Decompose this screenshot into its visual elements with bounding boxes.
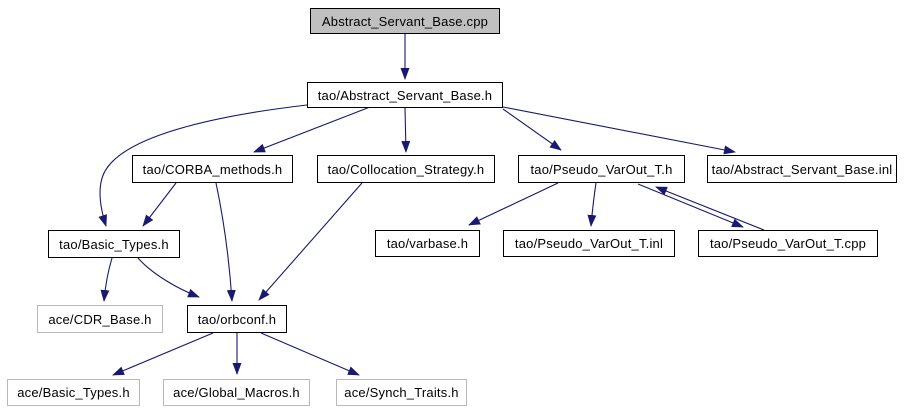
edge-tao-abstract-servant-base-h--to--tao-abstract-servant-base-inl	[502, 106, 736, 155]
edge-tao-corba-methods-h--to--tao-orbconf-h	[215, 182, 236, 302]
edge-tao-pseudo-varout-t-h--to--tao-pseudo-varout-t-cpp	[637, 183, 744, 228]
edge-tao-abstract-servant-base-h--to--tao-collocation-strategy-h	[401, 107, 411, 153]
edge-tao-orbconf-h--to--ace-synch-traits-h	[260, 332, 360, 376]
edge-tao-pseudo-varout-t-cpp--to--tao-pseudo-varout-t-h	[655, 186, 765, 231]
node-ace-basic-types-h: ace/Basic_Types.h	[7, 379, 140, 406]
edge-tao-corba-methods-h--to--tao-basic-types-h	[142, 182, 177, 227]
node-tao-collocation-strategy-h[interactable]: tao/Collocation_Strategy.h	[317, 155, 495, 183]
edge-tao-pseudo-varout-t-h--to--tao-pseudo-varout-t-inl	[587, 182, 597, 227]
edge-tao-abstract-servant-base-h--to--tao-basic-types-h	[98, 104, 308, 227]
node-tao-abstract-servant-base-inl[interactable]: tao/Abstract_Servant_Base.inl	[707, 155, 897, 183]
edge-tao-orbconf-h--to--ace-basic-types-h	[112, 332, 214, 376]
node-tao-varbase-h[interactable]: tao/varbase.h	[375, 230, 480, 257]
node-tao-abstract-servant-base-h[interactable]: tao/Abstract_Servant_Base.h	[307, 82, 503, 108]
node-tao-basic-types-h[interactable]: tao/Basic_Types.h	[48, 230, 180, 258]
node-tao-pseudo-varout-t-cpp[interactable]: tao/Pseudo_VarOut_T.cpp	[698, 230, 878, 257]
edge-tao-abstract-servant-base-h--to--tao-corba-methods-h	[253, 106, 371, 153]
node-ace-synch-traits-h: ace/Synch_Traits.h	[336, 379, 467, 406]
node-abstract-servant-base-cpp: Abstract_Servant_Base.cpp	[310, 8, 500, 34]
edge-tao-pseudo-varout-t-h--to--tao-varbase-h	[468, 182, 559, 226]
node-tao-orbconf-h[interactable]: tao/orbconf.h	[187, 305, 287, 333]
edge-tao-basic-types-h--to--ace-cdr-base-h	[100, 257, 113, 302]
node-tao-corba-methods-h[interactable]: tao/CORBA_methods.h	[132, 155, 293, 183]
node-tao-pseudo-varout-t-inl[interactable]: tao/Pseudo_VarOut_T.inl	[503, 230, 675, 257]
edge-tao-abstract-servant-base-h--to--tao-pseudo-varout-t-h	[502, 108, 562, 151]
edge-tao-collocation-strategy-h--to--tao-orbconf-h	[258, 182, 363, 301]
node-tao-pseudo-varout-t-h[interactable]: tao/Pseudo_VarOut_T.h	[518, 155, 685, 183]
node-ace-global-macros-h: ace/Global_Macros.h	[163, 379, 310, 406]
edge-tao-basic-types-h--to--tao-orbconf-h	[137, 257, 200, 298]
node-ace-cdr-base-h: ace/CDR_Base.h	[37, 305, 163, 333]
